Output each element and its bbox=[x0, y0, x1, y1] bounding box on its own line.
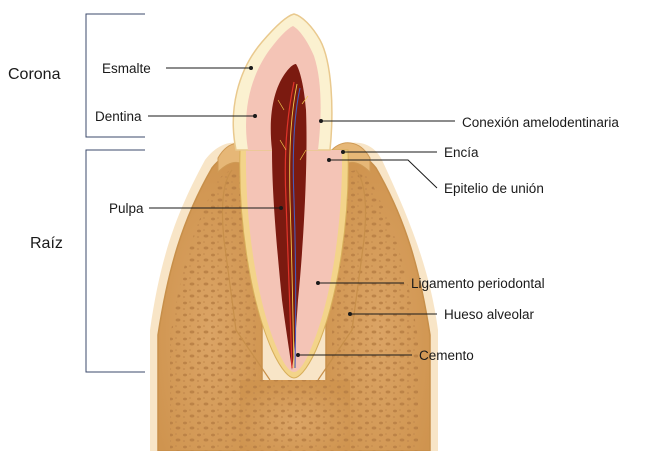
section-label-crown: Corona bbox=[8, 66, 61, 83]
root-bracket bbox=[86, 150, 145, 372]
label-cementum: Cemento bbox=[419, 348, 474, 363]
label-periodontal-ligament: Ligamento periodontal bbox=[411, 276, 545, 291]
label-dentin: Dentina bbox=[95, 109, 142, 124]
label-dej: Conexión amelodentinaria bbox=[462, 115, 619, 130]
label-alveolar-bone: Hueso alveolar bbox=[444, 307, 535, 322]
label-enamel: Esmalte bbox=[102, 61, 151, 76]
label-gingiva: Encía bbox=[444, 145, 479, 160]
section-label-root: Raíz bbox=[30, 235, 63, 252]
label-junctional-epithelium: Epitelio de unión bbox=[444, 181, 544, 196]
label-pulp: Pulpa bbox=[109, 201, 144, 216]
